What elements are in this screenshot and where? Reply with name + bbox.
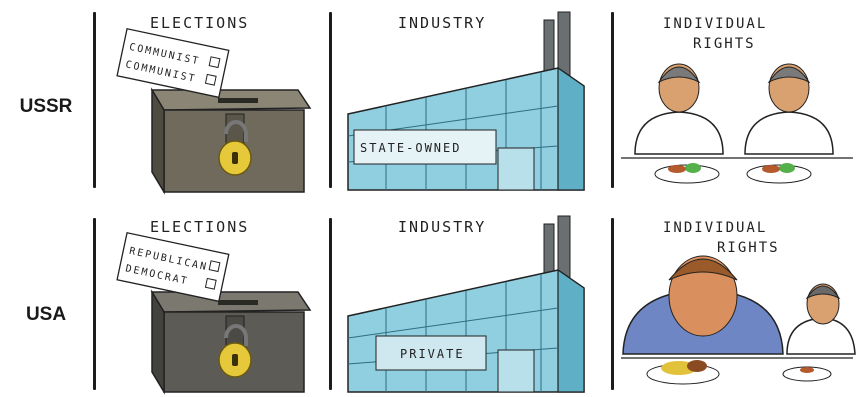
panel-title: INDIVIDUAL xyxy=(663,16,767,32)
person-icon xyxy=(635,64,723,183)
panel-title: RIGHTS xyxy=(693,36,756,52)
divider xyxy=(329,218,332,390)
panel-title: ELECTIONS xyxy=(150,14,249,32)
factory-sign: PRIVATE xyxy=(400,347,465,361)
factory-icon xyxy=(348,216,584,392)
ballot-paper: COMMUNIST COMMUNIST xyxy=(117,29,229,98)
panel-title: INDUSTRY xyxy=(398,14,486,32)
divider xyxy=(93,218,96,390)
panel-elections-usa: ELECTIONS REPUBLICAN DEMOCRAT xyxy=(98,210,326,396)
row-label-ussr: USSR xyxy=(0,96,92,118)
divider xyxy=(329,12,332,188)
divider xyxy=(93,12,96,188)
panel-title: INDUSTRY xyxy=(398,218,486,236)
ballot-paper: REPUBLICAN DEMOCRAT xyxy=(117,233,229,302)
panel-industry-ussr: INDUSTRY STATE-OWNED xyxy=(336,6,608,196)
panel-title: RIGHTS xyxy=(717,240,780,256)
panel-elections-ussr: ELECTIONS COMMUNIST COMMUNIST xyxy=(98,6,326,196)
person-icon xyxy=(783,284,855,381)
divider xyxy=(611,12,614,188)
factory-icon xyxy=(348,12,584,190)
panel-title: INDIVIDUAL xyxy=(663,220,767,236)
person-icon xyxy=(623,256,783,384)
divider xyxy=(611,218,614,390)
panel-rights-usa: INDIVIDUAL RIGHTS xyxy=(617,210,857,396)
panel-title: ELECTIONS xyxy=(150,218,249,236)
panel-rights-ussr: INDIVIDUAL RIGHTS xyxy=(617,6,857,196)
panel-industry-usa: INDUSTRY PRIVATE xyxy=(336,210,608,396)
person-icon xyxy=(745,64,833,183)
row-label-usa: USA xyxy=(0,304,92,326)
factory-sign: STATE-OWNED xyxy=(360,141,461,155)
